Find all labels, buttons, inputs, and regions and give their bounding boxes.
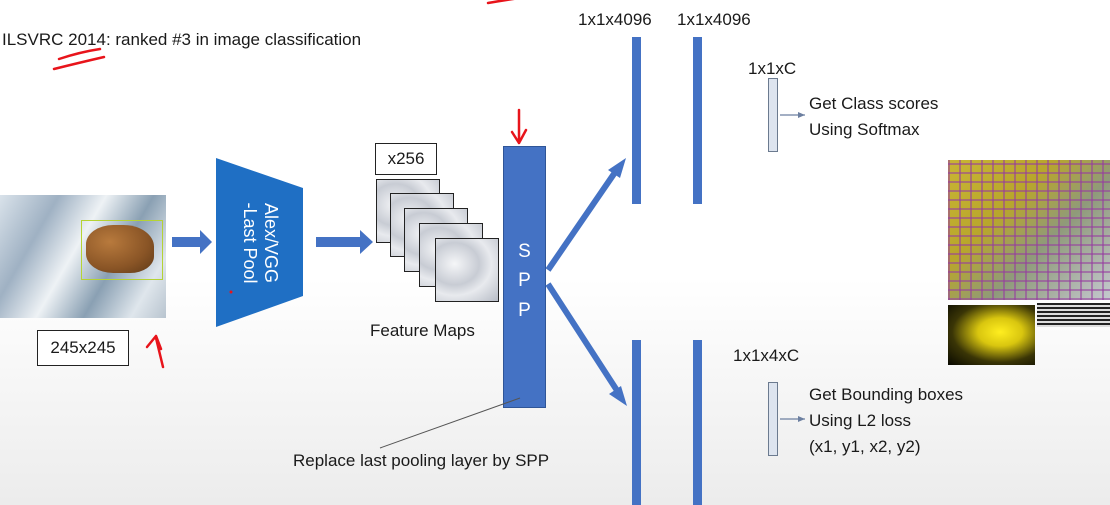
arrow-spp-to-bottom-fc — [545, 282, 621, 394]
bbox-output-bar — [768, 382, 778, 456]
cnn-label-line2: -Last Pool — [240, 202, 260, 283]
page-title: ILSVRC 2014: ranked #3 in image classifi… — [2, 30, 362, 49]
red-top-mark — [486, 0, 515, 5]
red-underline-2 — [52, 55, 106, 71]
cnn-block — [216, 158, 303, 327]
arrow-spp-to-top-fc — [545, 166, 621, 272]
feature-maps-label: Feature Maps — [370, 321, 475, 340]
spp-label: S P P — [503, 237, 546, 325]
fc-top-2-label: 1x1x4096 — [677, 10, 751, 29]
spp-letter-p2: P — [518, 299, 531, 321]
bbox-text-1: Get Bounding boxes — [809, 385, 964, 404]
replace-label: Replace last pooling layer by SPP — [293, 451, 550, 470]
bbox-output-size: 1x1x4xC — [733, 346, 800, 365]
fc-top-bar-1 — [632, 37, 641, 204]
arrow-cnn-to-fmaps — [316, 230, 373, 254]
red-underline-1 — [57, 47, 102, 61]
red-arrow-input — [145, 334, 165, 369]
cnn-label-line1: Alex/VGG — [261, 203, 281, 283]
red-arrow-spp — [510, 108, 528, 145]
arrow-image-to-cnn — [172, 230, 212, 254]
input-size-box: 245x245 — [37, 330, 129, 366]
feature-map-5 — [435, 238, 499, 302]
class-output-size: 1x1xC — [748, 59, 797, 78]
grid-visualization — [948, 160, 1110, 300]
legend-visualization — [1037, 303, 1110, 327]
fc-bottom-bar-2 — [693, 340, 702, 505]
spp-letter-p1: P — [518, 270, 531, 292]
heatmap-visualization — [948, 305, 1035, 365]
fc-top-bar-2 — [693, 37, 702, 204]
channels-box: x256 — [375, 143, 437, 175]
fc-bottom-bar-1 — [632, 340, 641, 505]
bounding-box — [81, 220, 163, 280]
bear-figure — [86, 225, 154, 273]
class-output-bar — [768, 78, 778, 152]
class-text-2: Using Softmax — [809, 120, 920, 139]
input-image — [0, 195, 166, 318]
spp-letter-s: S — [518, 241, 531, 262]
class-text-1: Get Class scores — [809, 94, 939, 113]
fc-top-1-label: 1x1x4096 — [578, 10, 652, 29]
replace-callout-line — [379, 397, 521, 449]
red-dot — [229, 290, 233, 294]
bbox-text-2: Using L2 loss — [809, 411, 912, 430]
bbox-text-3: (x1, y1, x2, y2) — [809, 437, 921, 456]
spp-layer — [503, 146, 546, 408]
